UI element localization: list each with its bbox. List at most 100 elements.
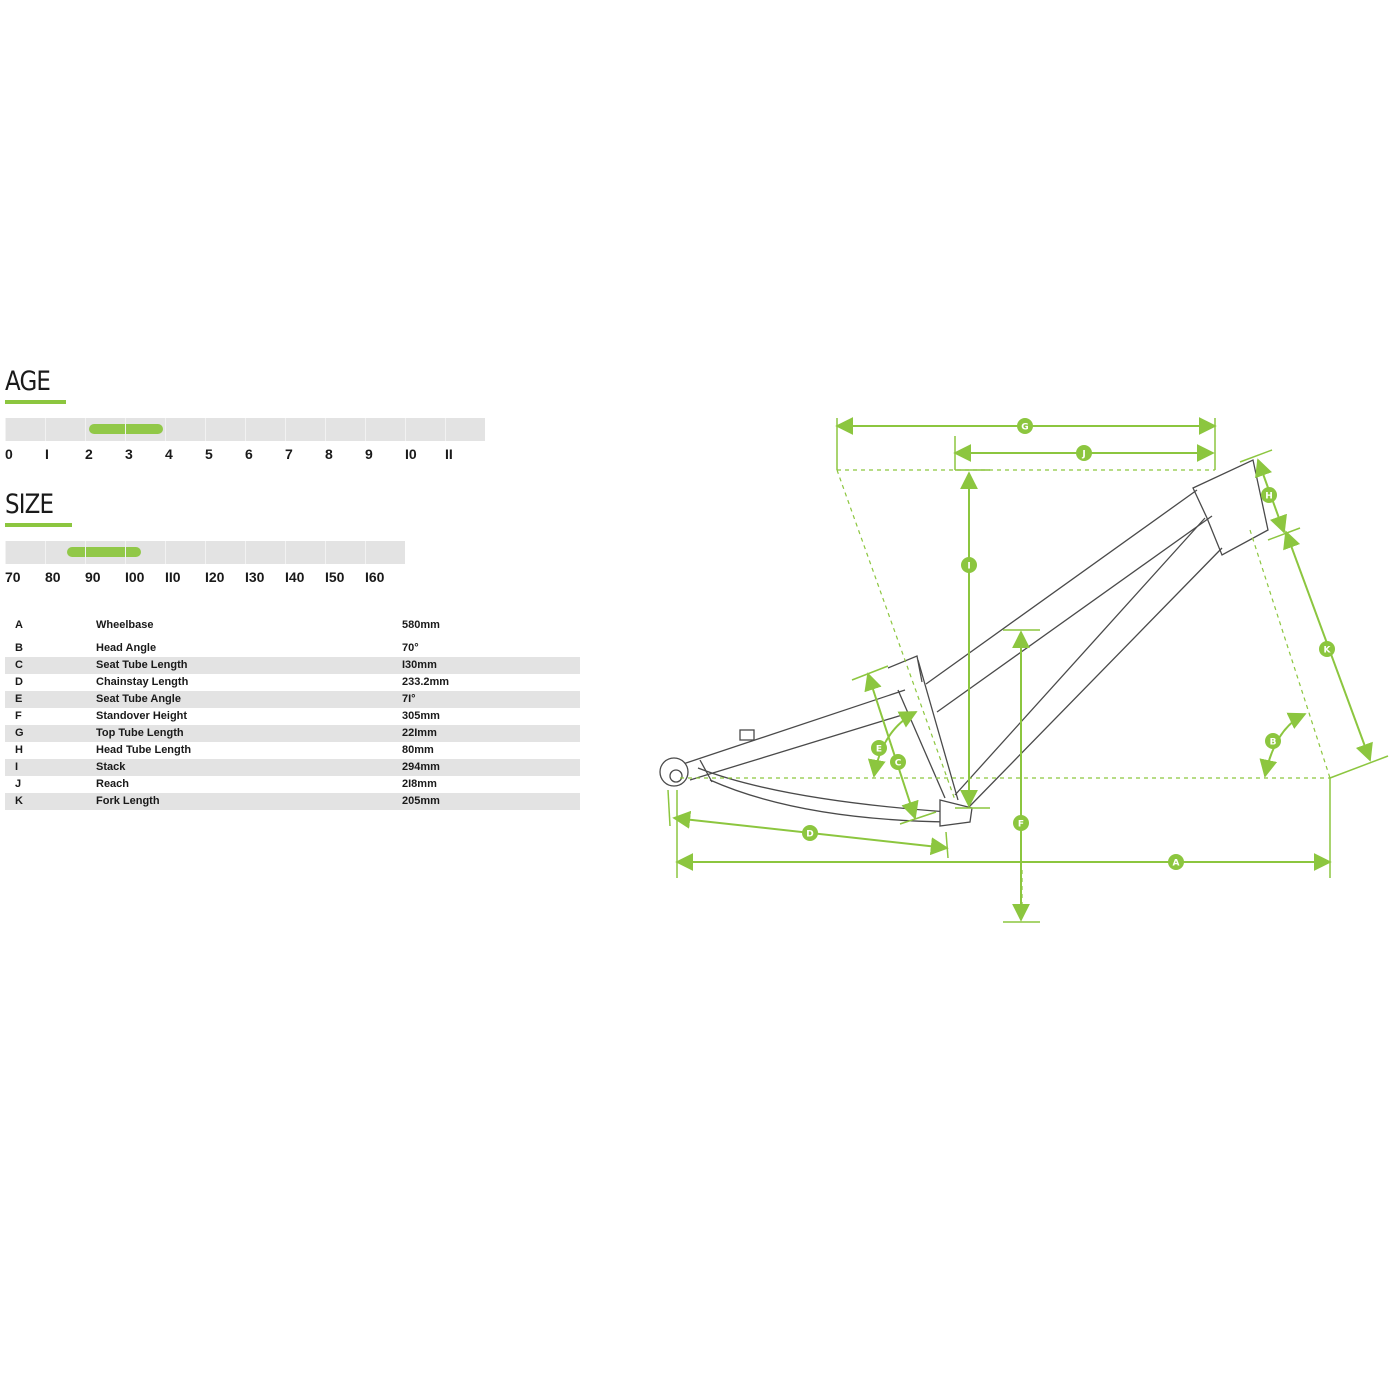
- age-tick-label: 4: [165, 446, 173, 462]
- spec-row: I Stack 294mm: [5, 759, 580, 776]
- spec-name: Fork Length: [96, 795, 160, 807]
- spec-letter: D: [15, 676, 23, 688]
- size-tick-label: 90: [85, 569, 101, 585]
- age-bar-cell: [245, 418, 286, 441]
- spec-value: 294mm: [402, 761, 440, 773]
- size-bar-cell: [325, 541, 366, 564]
- age-bar-cell: [5, 418, 46, 441]
- age-bar-cell: [285, 418, 326, 441]
- spec-name: Seat Tube Angle: [96, 693, 181, 705]
- spec-value: 22Imm: [402, 727, 437, 739]
- size-bar-cell: [5, 541, 46, 564]
- size-bar-cell: [45, 541, 86, 564]
- spec-letter: B: [15, 642, 23, 654]
- badge-d: D: [802, 825, 818, 841]
- badge-h: H: [1261, 487, 1277, 503]
- spec-value: 233.2mm: [402, 676, 450, 688]
- size-tick-label: I50: [325, 569, 345, 585]
- svg-text:E: E: [876, 745, 882, 755]
- spec-value: 305mm: [402, 710, 440, 722]
- age-tick-label: 3: [125, 446, 133, 462]
- spec-value: 80mm: [402, 744, 434, 756]
- spec-name: Head Tube Length: [96, 744, 192, 756]
- spec-letter: G: [15, 727, 24, 739]
- age-tick-label: 7: [285, 446, 293, 462]
- size-heading: SIZE: [5, 489, 54, 520]
- spec-row: D Chainstay Length 233.2mm: [5, 674, 580, 691]
- badge-e: E: [871, 740, 887, 756]
- svg-text:G: G: [1021, 423, 1028, 433]
- spec-row: G Top Tube Length 22Imm: [5, 725, 580, 742]
- spec-letter: H: [15, 744, 23, 756]
- svg-text:J: J: [1081, 450, 1085, 460]
- spec-name: Head Angle: [96, 642, 157, 654]
- spec-row: E Seat Tube Angle 7I°: [5, 691, 580, 708]
- badge-g: G: [1017, 418, 1033, 434]
- spec-name: Wheelbase: [96, 619, 154, 631]
- spec-name: Seat Tube Length: [96, 659, 188, 671]
- age-tick-label: 8: [325, 446, 333, 462]
- age-range-highlight: [89, 424, 163, 434]
- size-tick-labels: 70 80 90 I00 II0 I20 I30 I40 I50 I60: [5, 569, 405, 589]
- badge-c: C: [890, 754, 906, 770]
- spec-letter: E: [15, 693, 23, 705]
- size-tick-label: I40: [285, 569, 305, 585]
- svg-text:F: F: [1018, 820, 1024, 830]
- age-heading: AGE: [5, 366, 51, 397]
- spec-row: J Reach 2I8mm: [5, 776, 580, 793]
- size-tick-label: I00: [125, 569, 145, 585]
- age-bar-cell: [85, 418, 126, 441]
- age-bar-cell: [165, 418, 206, 441]
- age-tick-label: 0: [5, 446, 13, 462]
- spec-name: Chainstay Length: [96, 676, 189, 688]
- size-tick-label: II0: [165, 569, 181, 585]
- age-tick-label: 2: [85, 446, 93, 462]
- age-bar-cell: [365, 418, 406, 441]
- badge-b: B: [1265, 733, 1281, 749]
- dimension-badges: G J I H K B F A D C E: [802, 418, 1335, 870]
- age-tick-label: II: [445, 446, 453, 462]
- size-heading-underline: [5, 523, 72, 527]
- size-bar-cell: [85, 541, 126, 564]
- svg-text:A: A: [1173, 859, 1180, 869]
- size-tick-label: 80: [45, 569, 61, 585]
- spec-name: Reach: [96, 778, 130, 790]
- spec-name: Stack: [96, 761, 126, 773]
- age-heading-underline: [5, 400, 66, 404]
- size-bar-cell: [125, 541, 166, 564]
- badge-i: I: [961, 557, 977, 573]
- dimension-lines: [667, 417, 1389, 923]
- size-tick-label: I30: [245, 569, 265, 585]
- svg-text:K: K: [1324, 646, 1332, 656]
- age-range-bar: [5, 418, 485, 441]
- size-tick-label: 70: [5, 569, 21, 585]
- spec-value: 70°: [402, 642, 419, 654]
- size-bar-cell: [165, 541, 206, 564]
- spec-row: H Head Tube Length 80mm: [5, 742, 580, 759]
- spec-value: 2I8mm: [402, 778, 437, 790]
- spec-letter: J: [15, 778, 22, 790]
- size-tick-label: I20: [205, 569, 225, 585]
- age-bar-cell: [125, 418, 166, 441]
- svg-text:H: H: [1265, 492, 1273, 502]
- spec-letter: I: [15, 761, 19, 773]
- spec-letter: F: [15, 710, 22, 722]
- badge-k: K: [1319, 641, 1335, 657]
- svg-text:D: D: [806, 830, 813, 840]
- spec-value: I30mm: [402, 659, 437, 671]
- size-bar-cell: [285, 541, 326, 564]
- spec-value: 7I°: [402, 693, 416, 705]
- size-tick-label: I60: [365, 569, 385, 585]
- age-bar-cell: [45, 418, 86, 441]
- spec-name: Top Tube Length: [96, 727, 184, 739]
- spec-letter: C: [15, 659, 23, 671]
- badge-j: J: [1076, 445, 1092, 461]
- svg-text:B: B: [1270, 738, 1277, 748]
- age-tick-label: 9: [365, 446, 373, 462]
- spec-row: B Head Angle 70°: [5, 640, 580, 657]
- size-bar-cell: [245, 541, 286, 564]
